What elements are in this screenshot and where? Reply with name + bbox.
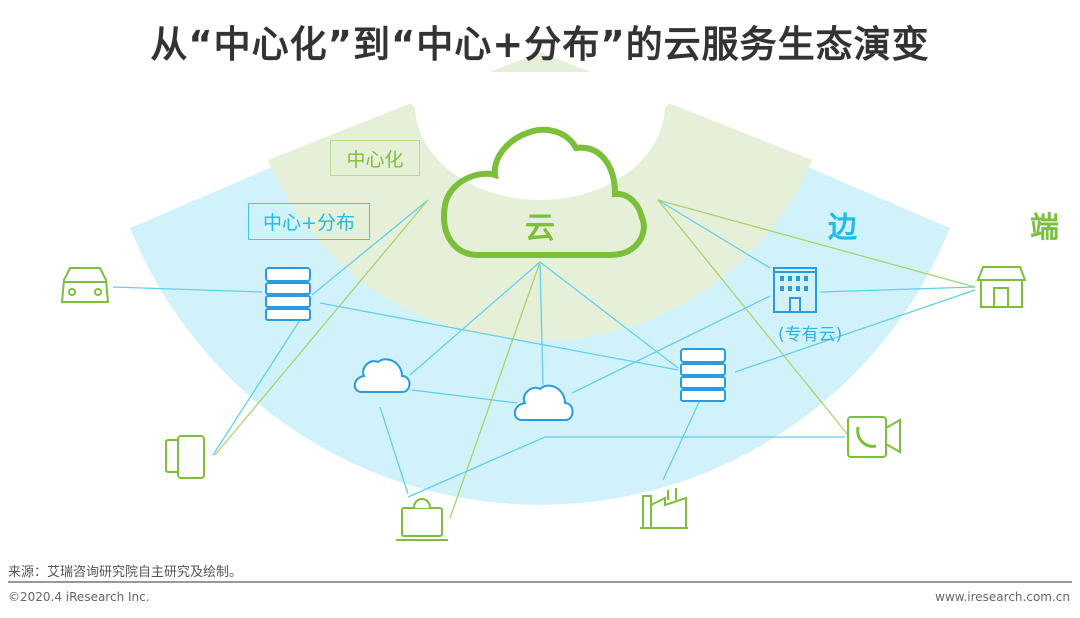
website-link: www.iresearch.com.cn <box>935 590 1070 604</box>
factory-icon <box>640 488 688 529</box>
server-icon <box>265 267 311 321</box>
store-icon <box>976 266 1027 308</box>
center-distributed-label: 中心+分布 <box>248 203 370 240</box>
car-icon <box>60 267 110 303</box>
server-icon <box>680 348 726 402</box>
cloud-label: 云 <box>525 211 555 246</box>
connection-lines <box>112 199 976 519</box>
copyright: ©2020.4 iResearch Inc. <box>8 590 150 604</box>
video-phone-icon <box>847 416 901 458</box>
laptop-icon <box>396 498 448 541</box>
edge-label: 边 <box>828 210 858 244</box>
terminal-label: 端 <box>1030 210 1060 244</box>
cloud-icon <box>353 358 411 393</box>
main-cloud-icon <box>441 126 647 258</box>
office-building-icon <box>773 267 817 313</box>
cloud-icon <box>513 384 574 421</box>
private-cloud-label: (专有云) <box>778 325 843 345</box>
centralized-label: 中心化 <box>330 140 420 176</box>
page-title: 从“中心化”到“中心+分布”的云服务生态演变 <box>150 23 930 66</box>
white-core-upper <box>390 72 690 130</box>
footer-divider <box>8 581 1072 583</box>
source-note: 来源：艾瑞咨询研究院自主研究及绘制。 <box>8 565 243 580</box>
mobile-devices-icon <box>165 435 205 479</box>
